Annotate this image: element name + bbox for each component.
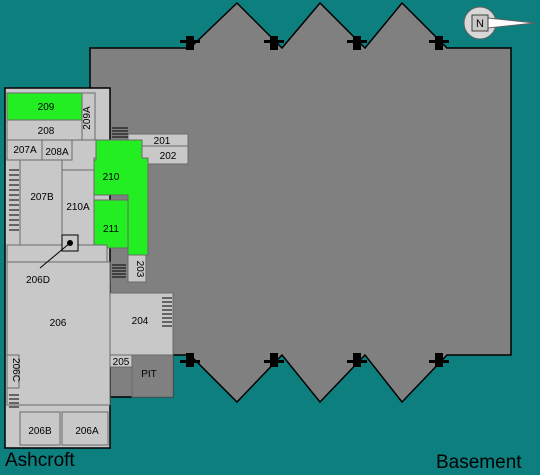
label-204: 204	[132, 316, 149, 327]
label-208A: 208A	[45, 147, 69, 158]
room-206[interactable]	[6, 261, 111, 406]
compass-needle-icon	[487, 17, 536, 29]
label-206D: 206D	[26, 275, 50, 286]
label-202: 202	[160, 151, 177, 162]
label-206A: 206A	[75, 426, 99, 437]
room-209A[interactable]	[81, 92, 96, 141]
label-211: 211	[103, 224, 119, 235]
room-204[interactable]	[109, 292, 174, 356]
compass-north-letter: N	[476, 18, 484, 30]
stairs	[9, 127, 172, 408]
label-207A: 207A	[13, 145, 37, 156]
label-PIT: PIT	[141, 369, 157, 380]
label-209: 209	[38, 102, 55, 113]
label-210A: 210A	[66, 202, 90, 213]
building-left-label: Ashcroft	[5, 450, 75, 471]
room-206B[interactable]	[19, 411, 61, 446]
label-208: 208	[38, 126, 55, 137]
label-201: 201	[154, 136, 171, 147]
room-PIT[interactable]	[131, 354, 174, 398]
label-209A: 209A	[82, 106, 93, 130]
room-211[interactable]	[93, 199, 129, 249]
label-205: 205	[113, 357, 130, 368]
basement-door-markers	[180, 36, 449, 367]
label-203: 203	[134, 261, 145, 278]
label-210: 210	[103, 172, 120, 183]
label-206: 206	[50, 318, 67, 329]
room-206C[interactable]	[6, 354, 20, 389]
room-203[interactable]	[127, 254, 147, 283]
label-206C: 206C	[10, 358, 21, 382]
room-206D-pointer	[39, 242, 71, 269]
label-206B: 206B	[28, 426, 52, 437]
room-207B[interactable]	[19, 159, 63, 246]
room-206A[interactable]	[61, 411, 109, 446]
label-207B: 207B	[30, 192, 54, 203]
building-right-label: Basement	[436, 452, 522, 473]
compass: N	[463, 6, 536, 40]
